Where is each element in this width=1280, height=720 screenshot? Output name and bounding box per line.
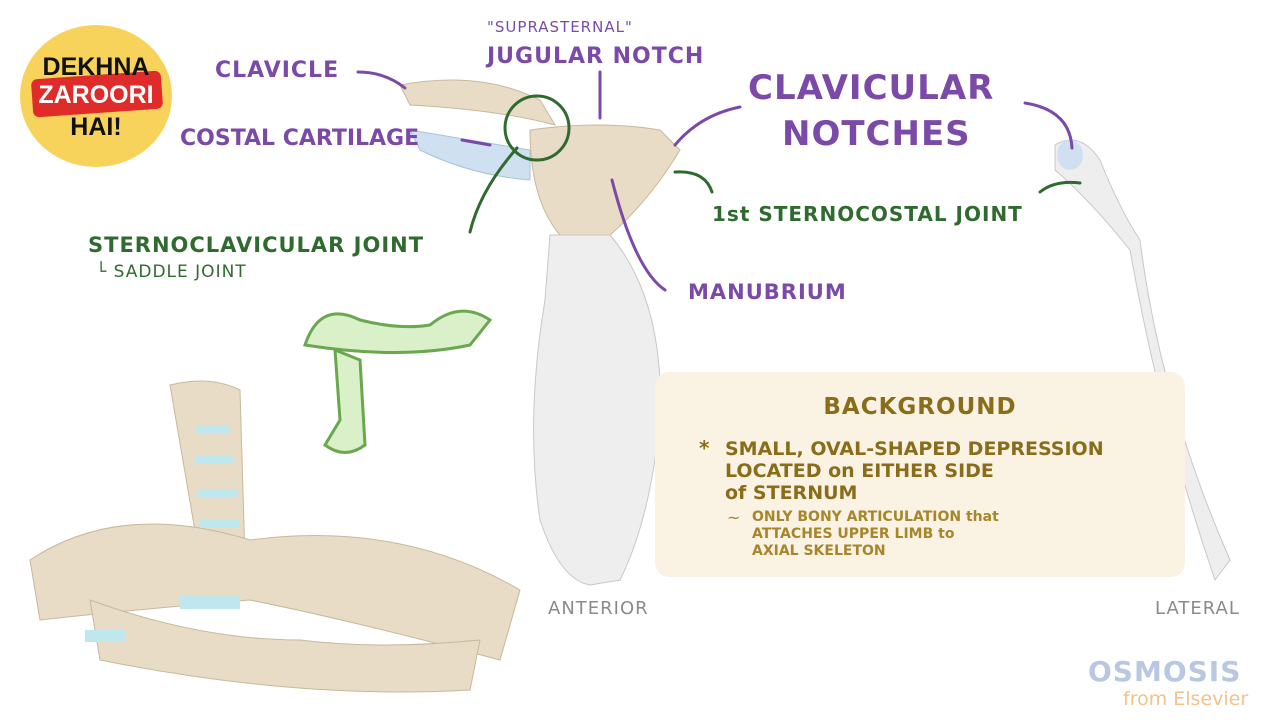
label-saddle-joint: └ SADDLE JOINT: [96, 262, 247, 282]
lateral-notch: [1057, 140, 1083, 170]
label-clavicular-notches-1: CLAVICULAR: [748, 68, 995, 108]
label-sternocostal-joint: 1st STERNOCOSTAL JOINT: [712, 202, 1023, 226]
point-1-line: LOCATED on EITHER SIDE: [725, 460, 994, 482]
badge-line-1: DEKHNA: [42, 53, 150, 81]
label-jugular-notch: JUGULAR NOTCH: [487, 44, 705, 69]
sub-point-line: ONLY BONY ARTICULATION that: [752, 509, 999, 525]
saddle-drawing: [303, 309, 493, 454]
label-clavicular-notches-2: NOTCHES: [782, 114, 971, 154]
clavicle-bone: [399, 79, 557, 126]
label-suprasternal: "SUPRASTERNAL": [487, 18, 633, 36]
thorax-skeleton: [29, 380, 521, 693]
label-manubrium: MANUBRIUM: [688, 280, 847, 304]
label-lateral: LATERAL: [1155, 598, 1240, 619]
sub-point: ONLY BONY ARTICULATION that ATTACHES UPP…: [752, 509, 999, 560]
label-costal-cartilage: COSTAL CARTILAGE: [180, 126, 420, 151]
sub-point-line: ATTACHES UPPER LIMB to: [752, 526, 955, 542]
badge-line-2: ZAROORI: [38, 81, 154, 109]
joint-highlight-circle: [503, 94, 571, 162]
background-info-box: BACKGROUND * SMALL, OVAL-SHAPED DEPRESSI…: [655, 372, 1185, 577]
sub-point-line: AXIAL SKELETON: [752, 543, 886, 559]
osmosis-logo: OSMOSIS from Elsevier: [1088, 655, 1248, 710]
bullet-icon: *: [699, 436, 710, 460]
label-clavicle: CLAVICLE: [215, 58, 340, 83]
label-anterior: ANTERIOR: [548, 598, 649, 619]
manubrium-bone: [529, 124, 681, 236]
point-1-line: of STERNUM: [725, 482, 858, 504]
point-1: SMALL, OVAL-SHAPED DEPRESSION LOCATED on…: [725, 438, 1104, 504]
sub-bullet-icon: ~: [727, 508, 741, 527]
intervertebral-discs: [85, 425, 240, 642]
point-1-line: SMALL, OVAL-SHAPED DEPRESSION: [725, 438, 1104, 460]
logo-name: OSMOSIS: [1088, 655, 1242, 688]
lateral-sternum: [1054, 139, 1231, 582]
label-sternoclavicular-joint: STERNOCLAVICULAR JOINT: [88, 233, 425, 257]
background-title: BACKGROUND: [823, 394, 1017, 420]
promo-badge: DEKHNA ZAROORI HAI!: [20, 25, 172, 167]
sternum-body: [533, 234, 661, 586]
badge-line-3: HAI!: [70, 113, 122, 141]
logo-sub: from Elsevier: [1123, 688, 1249, 710]
